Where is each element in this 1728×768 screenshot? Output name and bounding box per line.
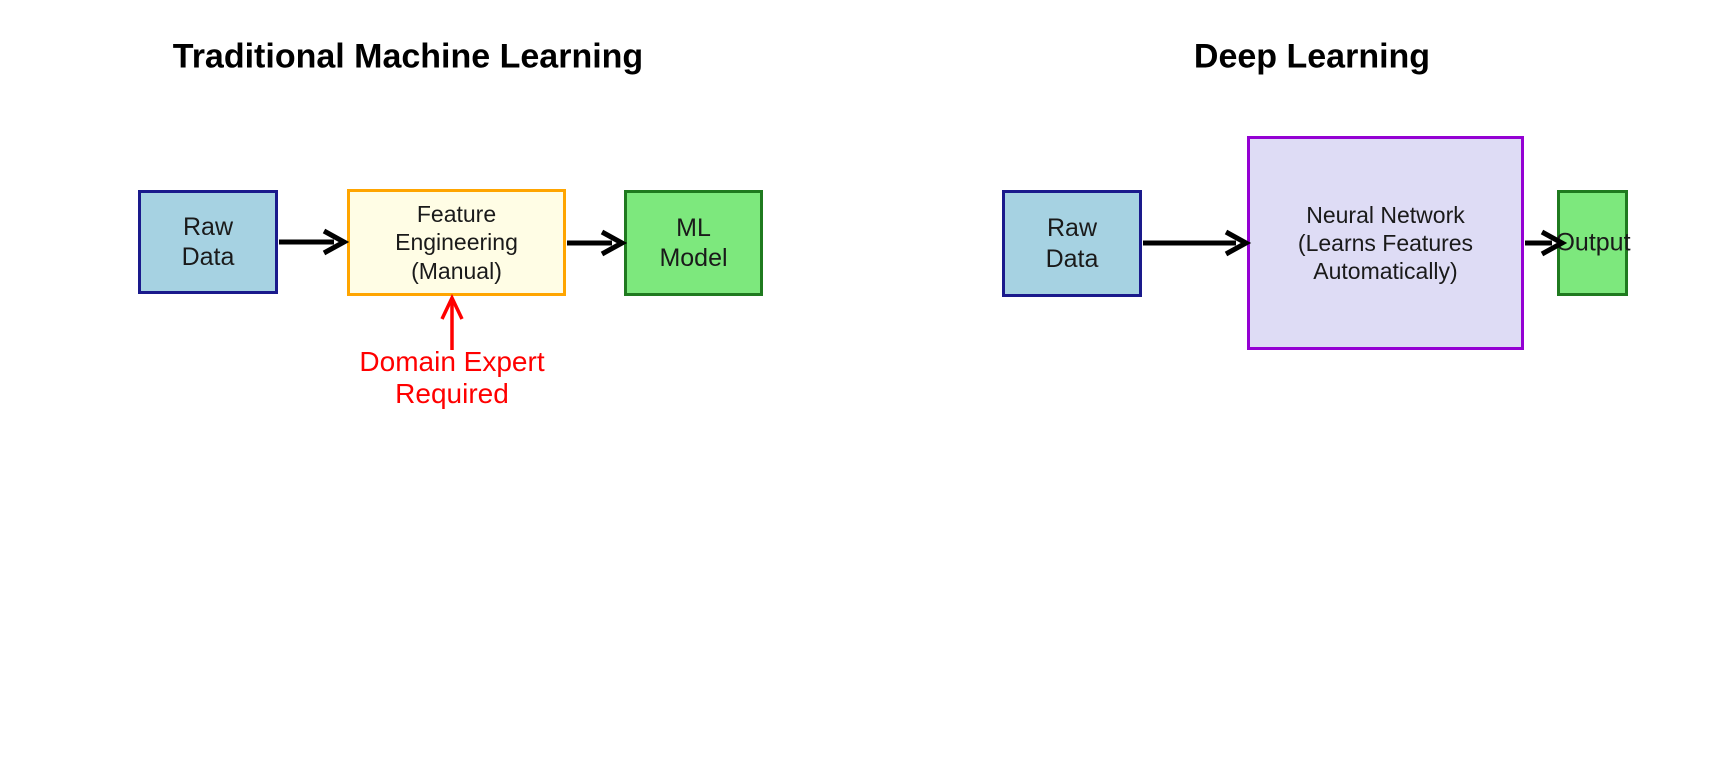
arrow-rawdata-to-nn [1143, 229, 1252, 257]
neural-network-label: Neural Network (Learns Features Automati… [1297, 201, 1474, 285]
traditional-ml-title: Traditional Machine Learning [172, 37, 644, 76]
arrow-rawdata-to-feature [279, 228, 350, 256]
deep-learning-title: Deep Learning [1193, 37, 1431, 76]
ml-model-box: ML Model [624, 190, 763, 296]
domain-expert-arrow [440, 293, 464, 350]
arrow-feature-to-mlmodel [567, 229, 628, 257]
feature-engineering-box: Feature Engineering (Manual) [347, 189, 566, 296]
domain-expert-annotation: Domain Expert Required [359, 346, 545, 409]
raw-data-label-left: Raw Data [181, 212, 235, 272]
raw-data-box-right: Raw Data [1002, 190, 1142, 297]
raw-data-label-right: Raw Data [1045, 214, 1099, 273]
neural-network-box: Neural Network (Learns Features Automati… [1247, 136, 1524, 350]
output-label: Output [1555, 228, 1631, 257]
feature-engineering-label: Feature Engineering (Manual) [395, 201, 518, 284]
ml-model-label: ML Model [659, 213, 728, 273]
raw-data-box-left: Raw Data [138, 190, 278, 294]
